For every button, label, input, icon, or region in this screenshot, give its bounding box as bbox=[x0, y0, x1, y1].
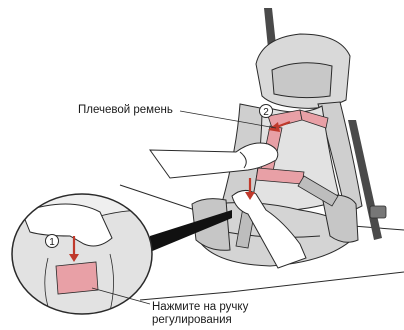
press-handle-label-line2: регулирования bbox=[152, 314, 248, 327]
step-1-number: 1 bbox=[49, 237, 55, 248]
step-2-number: 2 bbox=[263, 107, 269, 118]
press-handle-label: Нажмите на ручку регулирования bbox=[152, 301, 248, 327]
press-handle-label-line1: Нажмите на ручку bbox=[152, 301, 248, 314]
shoulder-belt-label: Плечевой ремень bbox=[78, 104, 173, 117]
